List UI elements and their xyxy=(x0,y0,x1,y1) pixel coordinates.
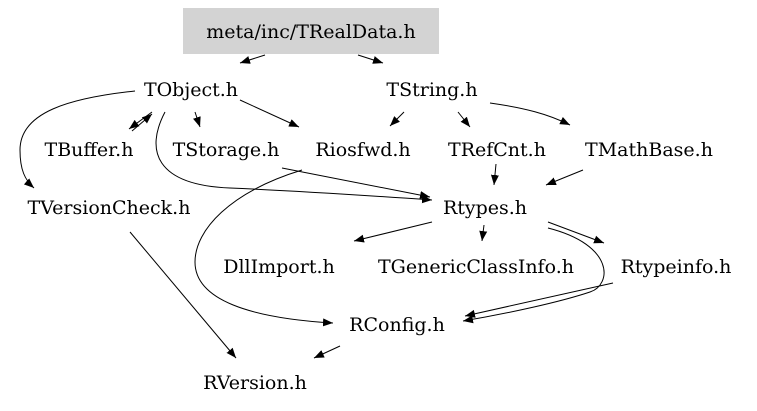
edge-tstring-to-riosfwd xyxy=(389,111,405,127)
node-tgenericclassinfo[interactable]: TGenericClassInfo.h xyxy=(378,256,574,278)
node-rtypeinfo[interactable]: Rtypeinfo.h xyxy=(621,256,732,278)
edge-trefcnt-to-rtypes xyxy=(490,163,499,186)
node-trefcnt[interactable]: TRefCnt.h xyxy=(448,139,546,161)
node-tversioncheck[interactable]: TVersionCheck.h xyxy=(28,197,191,219)
edge-root-to-tstring xyxy=(357,54,384,64)
edge-tbuffer-to-tobject xyxy=(131,113,153,132)
edge-rtypes-to-rconfig xyxy=(462,227,605,324)
node-tobject[interactable]: TObject.h xyxy=(144,79,238,101)
edge-rtypeinfo-to-rconfig xyxy=(464,282,614,318)
edge-rtypes-to-tgenericclassinfo xyxy=(479,224,488,242)
edge-tobject-to-rtypes xyxy=(155,111,433,204)
root-node-box xyxy=(183,8,439,54)
node-tstorage[interactable]: TStorage.h xyxy=(173,139,280,161)
edge-tstorage-to-rtypes xyxy=(281,167,431,200)
node-tbuffer[interactable]: TBuffer.h xyxy=(45,139,134,161)
node-tstring[interactable]: TString.h xyxy=(386,79,477,101)
edge-tobject-to-tstorage xyxy=(193,111,201,128)
edge-riosfwd-to-rconfig xyxy=(194,169,334,327)
node-tmathbase[interactable]: TMathBase.h xyxy=(585,139,713,161)
node-rtypes[interactable]: Rtypes.h xyxy=(443,197,527,219)
node-root[interactable]: meta/inc/TRealData.h xyxy=(206,21,415,43)
edge-tmathbase-to-rtypes xyxy=(545,169,584,186)
node-rconfig[interactable]: RConfig.h xyxy=(349,314,445,336)
edge-root-to-tobject xyxy=(239,54,266,64)
edge-tobject-to-riosfwd xyxy=(239,99,300,128)
edge-rconfig-to-rversion xyxy=(313,345,341,359)
edge-tobject-to-tbuffer xyxy=(128,111,153,130)
edge-rtypes-to-rtypeinfo xyxy=(547,221,605,244)
node-dllimport[interactable]: DllImport.h xyxy=(223,256,335,278)
edge-tversioncheck-to-rversion xyxy=(129,231,237,359)
nodes: meta/inc/TRealData.h TObject.h TString.h… xyxy=(28,8,732,394)
edge-tstring-to-tmathbase xyxy=(489,102,571,126)
edge-tobject-to-tversioncheck xyxy=(19,90,136,189)
node-riosfwd[interactable]: Riosfwd.h xyxy=(315,139,410,161)
edges xyxy=(19,54,614,359)
edge-rtypes-to-dllimport xyxy=(353,221,433,243)
edge-tstring-to-trefcnt xyxy=(457,111,471,128)
node-rversion[interactable]: RVersion.h xyxy=(203,372,307,394)
